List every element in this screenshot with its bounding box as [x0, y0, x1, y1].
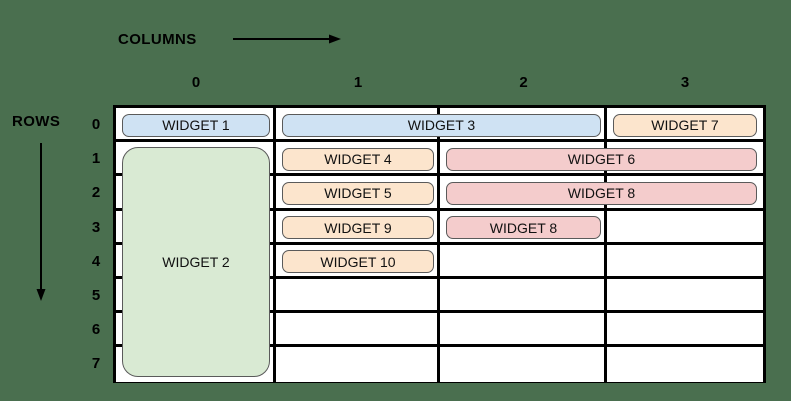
widget-box[interactable]: WIDGET 3: [282, 113, 601, 137]
row-index-label: 0: [91, 116, 101, 133]
grid-cell[interactable]: [276, 279, 440, 314]
grid-cell[interactable]: [276, 347, 440, 382]
grid-cell[interactable]: [607, 347, 763, 382]
widget-box[interactable]: WIDGET 2: [122, 147, 270, 377]
widget-grid: WIDGET 1 WIDGET 3 WIDGET 7 WIDGET 2 WIDGET 4…: [113, 105, 766, 383]
widget-box[interactable]: WIDGET 10: [282, 250, 434, 274]
rows-direction-arrow-icon: [36, 143, 46, 301]
widget-box[interactable]: WIDGET 8: [446, 216, 601, 240]
grid-cell[interactable]: [607, 279, 763, 314]
row-index-label: 5: [91, 287, 101, 304]
row-index-label: 2: [91, 184, 101, 202]
columns-direction-arrow-icon: [233, 34, 341, 44]
column-index-label: 3: [680, 74, 690, 91]
row-index-label: 7: [91, 355, 101, 373]
widget-box[interactable]: WIDGET 9: [282, 216, 434, 240]
grid-cell[interactable]: [607, 313, 763, 348]
rows-axis-label: ROWS: [12, 113, 61, 130]
column-index-label: 0: [191, 74, 201, 91]
row-index-label: 1: [91, 150, 101, 168]
grid-cell[interactable]: [276, 313, 440, 348]
row-index-label: 3: [91, 218, 101, 236]
grid-cell[interactable]: [607, 210, 763, 245]
columns-axis-label: COLUMNS: [118, 31, 197, 48]
grid-cell[interactable]: [440, 244, 607, 279]
grid-cell[interactable]: [440, 279, 607, 314]
grid-cell[interactable]: [440, 313, 607, 348]
row-index-label: 6: [91, 321, 101, 339]
widget-box[interactable]: WIDGET 7: [613, 113, 757, 137]
column-index-label: 1: [353, 74, 363, 91]
row-index-label: 4: [91, 252, 101, 270]
column-index-label: 2: [519, 74, 528, 91]
grid-cell[interactable]: [607, 244, 763, 279]
grid-cell[interactable]: [440, 347, 607, 382]
widget-box[interactable]: WIDGET 1: [122, 113, 270, 137]
widget-box[interactable]: WIDGET 8: [446, 181, 757, 206]
widget-box[interactable]: WIDGET 4: [282, 147, 434, 171]
widget-box[interactable]: WIDGET 5: [282, 181, 434, 206]
widget-box[interactable]: WIDGET 6: [446, 147, 757, 171]
